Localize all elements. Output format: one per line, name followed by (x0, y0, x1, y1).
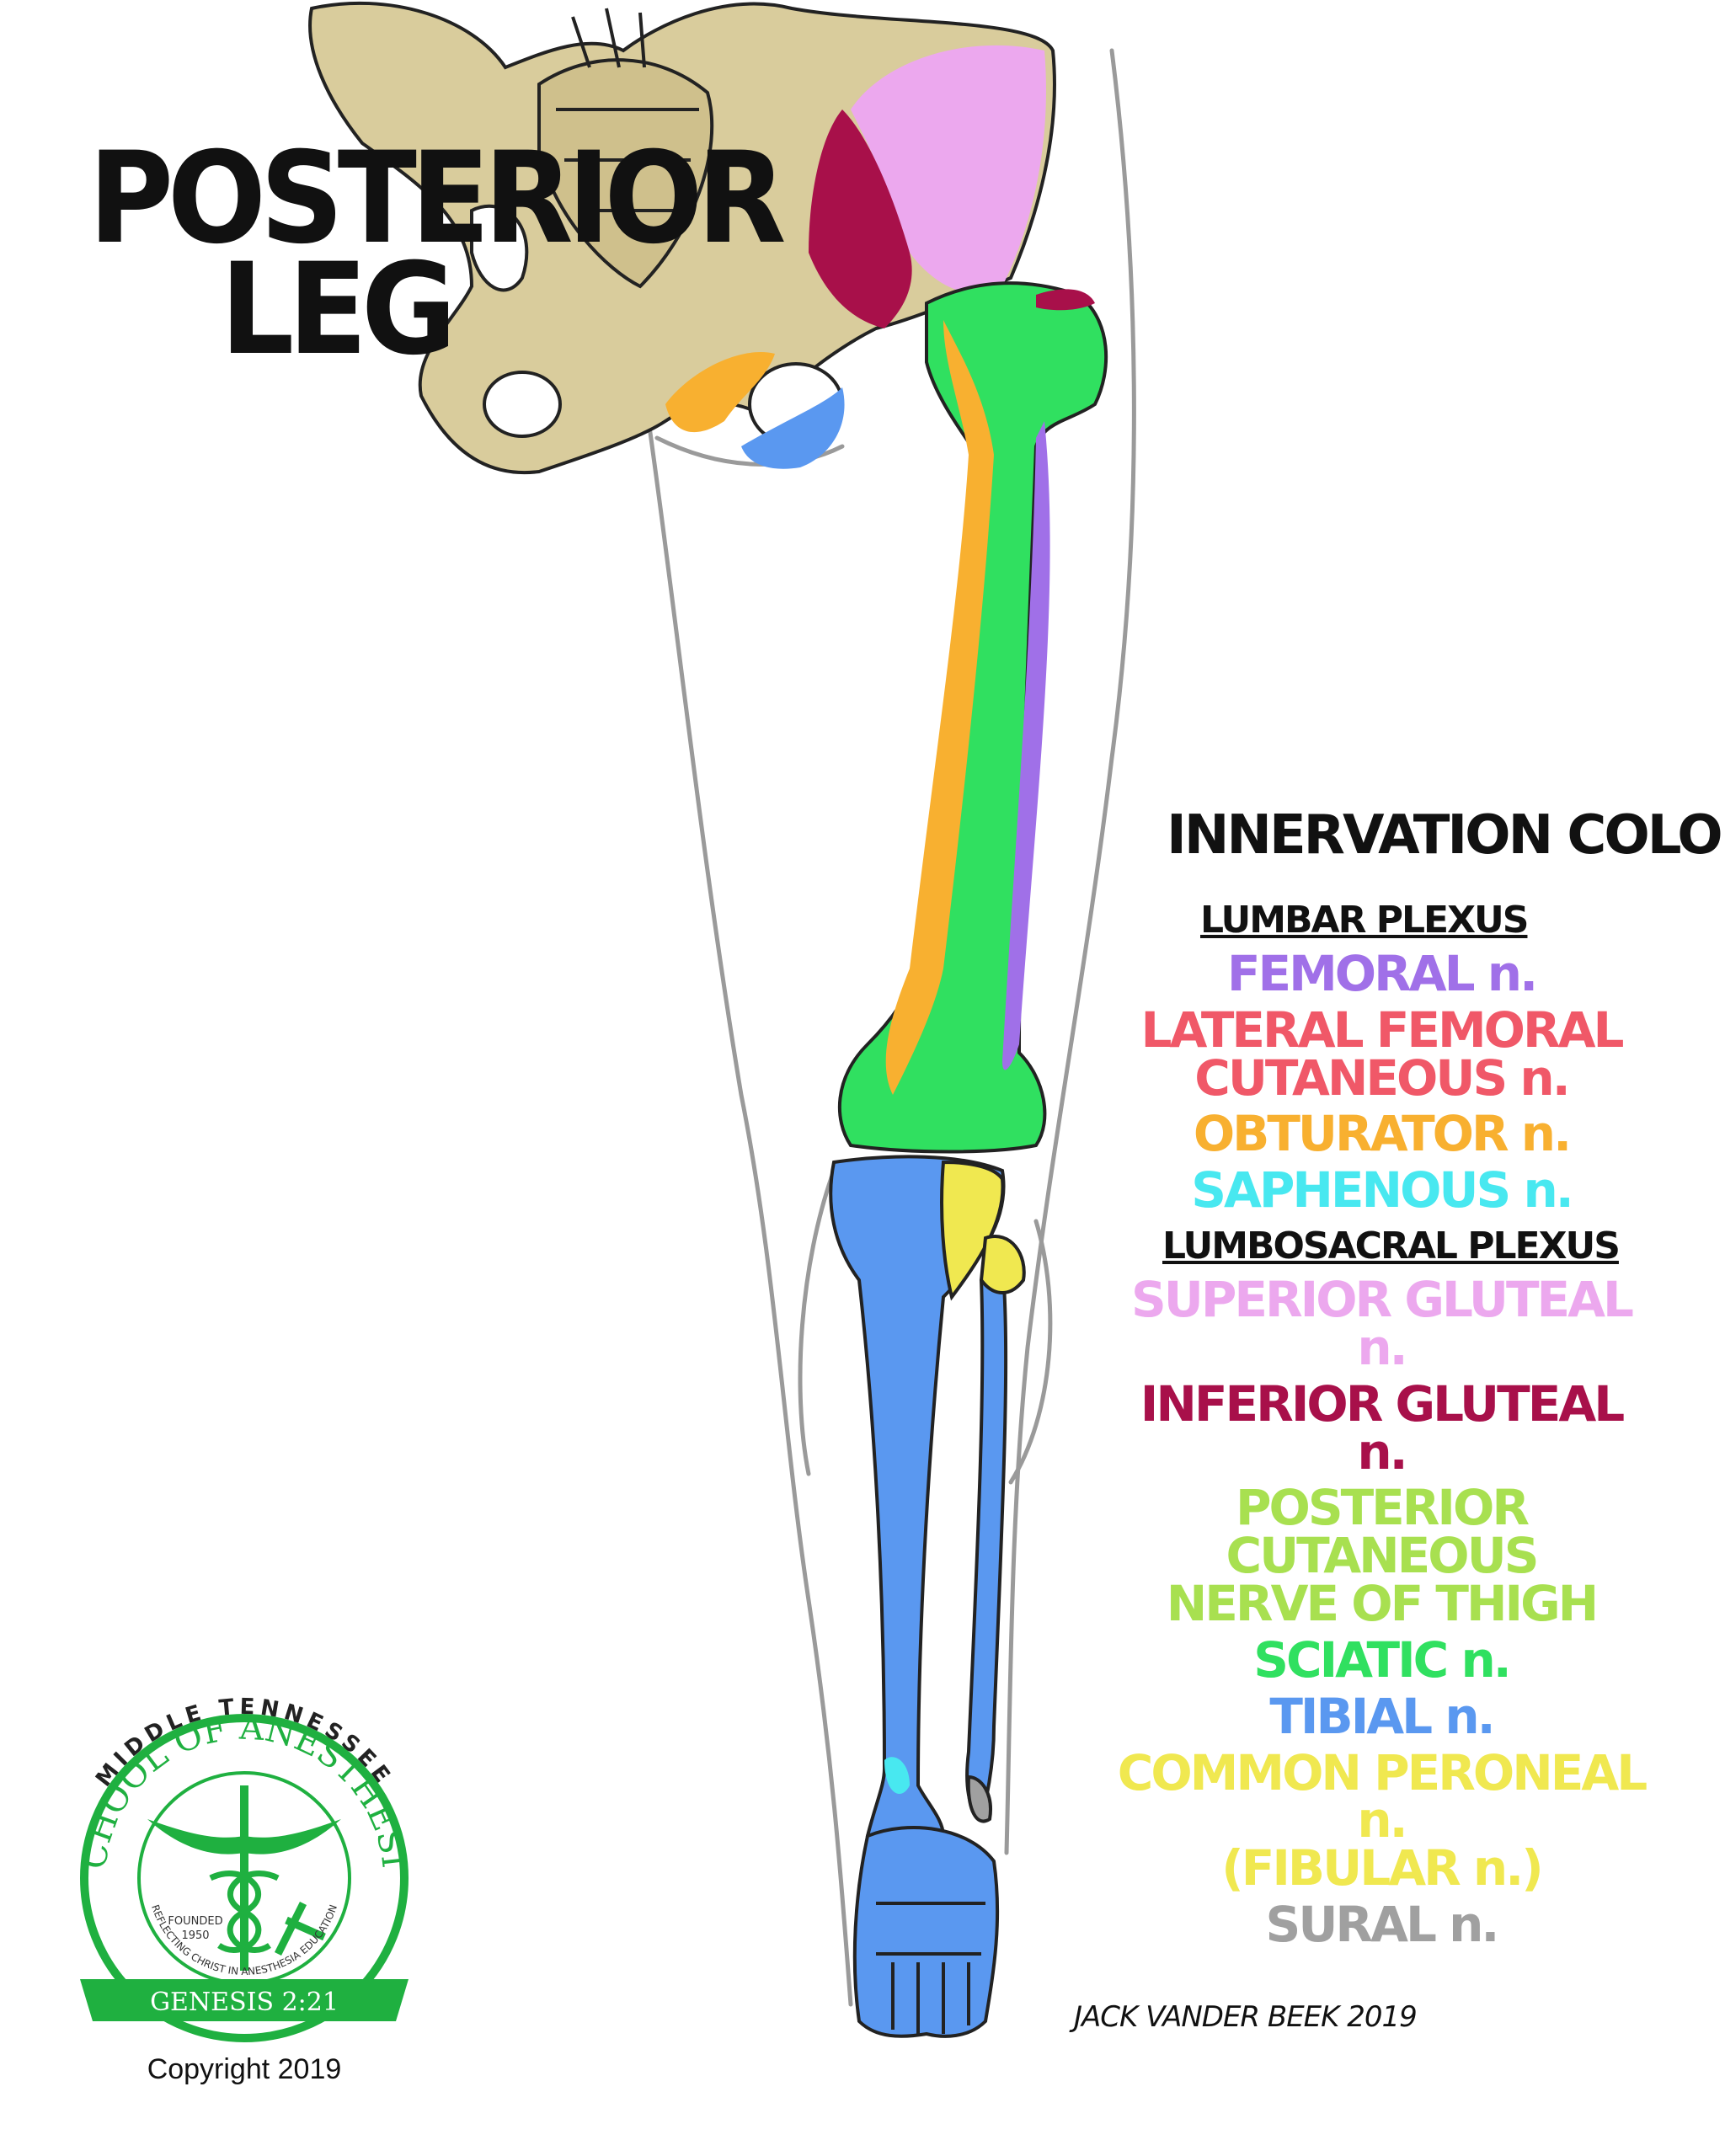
legend-item-posterior-cutaneous: POSTERIOR CUTANEOUS NERVE OF THIGH (1166, 1479, 1599, 1633)
logo-ribbon-text: GENESIS 2:21 (150, 1988, 339, 2017)
innervation-legend: INNERVATION COLORS LUMBAR PLEXUS FEMORAL… (1112, 804, 1725, 1954)
title-line-1: POSTERIOR (88, 125, 787, 272)
fibula (965, 1235, 1026, 1823)
school-logo (80, 1714, 409, 2042)
legend-item-sural: SURAL n. (1265, 1896, 1500, 1954)
femur (837, 281, 1108, 1154)
legend-item-inferior-gluteal: INFERIOR GLUTEAL n. (1140, 1374, 1625, 1481)
logo-founded-year: 1950 (181, 1929, 209, 1942)
legend-item-common-peroneal: COMMON PERONEAL n. (FIBULAR n.) (1117, 1743, 1648, 1897)
copyright-text: Copyright 2019 (147, 2053, 342, 2085)
legend-item-obturator: OBTURATOR n. (1193, 1105, 1572, 1163)
leg-skin-outline (638, 48, 1136, 2007)
obturator-pelvis-region (665, 352, 775, 433)
group-heading-lumbar: LUMBAR PLEXUS (1200, 899, 1529, 942)
tibial-pelvis-region (741, 387, 845, 469)
legend-heading: INNERVATION COLORS (1167, 804, 1725, 867)
superior-gluteal-region (851, 45, 1046, 293)
legend-item-saphenous: SAPHENOUS n. (1191, 1161, 1574, 1219)
saphenous-ankle-region (884, 1757, 910, 1794)
legend-item-femoral: FEMORAL n. (1226, 945, 1538, 1002)
foot (852, 1826, 1000, 2038)
title-line-2: LEG (220, 237, 457, 383)
page-title: POSTERIOR LEG (88, 125, 787, 383)
legend-item-superior-gluteal: SUPERIOR GLUTEAL n. (1130, 1271, 1634, 1376)
logo-founded-label: FOUNDED (168, 1915, 222, 1928)
group-heading-lumbosacral: LUMBOSACRAL PLEXUS (1162, 1225, 1621, 1268)
legend-item-sciatic: SCIATIC n. (1253, 1630, 1512, 1689)
inferior-gluteal-region (809, 109, 912, 328)
legend-item-tibial: TIBIAL n. (1269, 1687, 1495, 1745)
legend-item-lateral-femoral-cutaneous: LATERAL FEMORAL CUTANEOUS n. (1140, 1001, 1625, 1107)
artist-signature: JACK VANDER BEEK 2019 (1074, 2000, 1418, 2034)
